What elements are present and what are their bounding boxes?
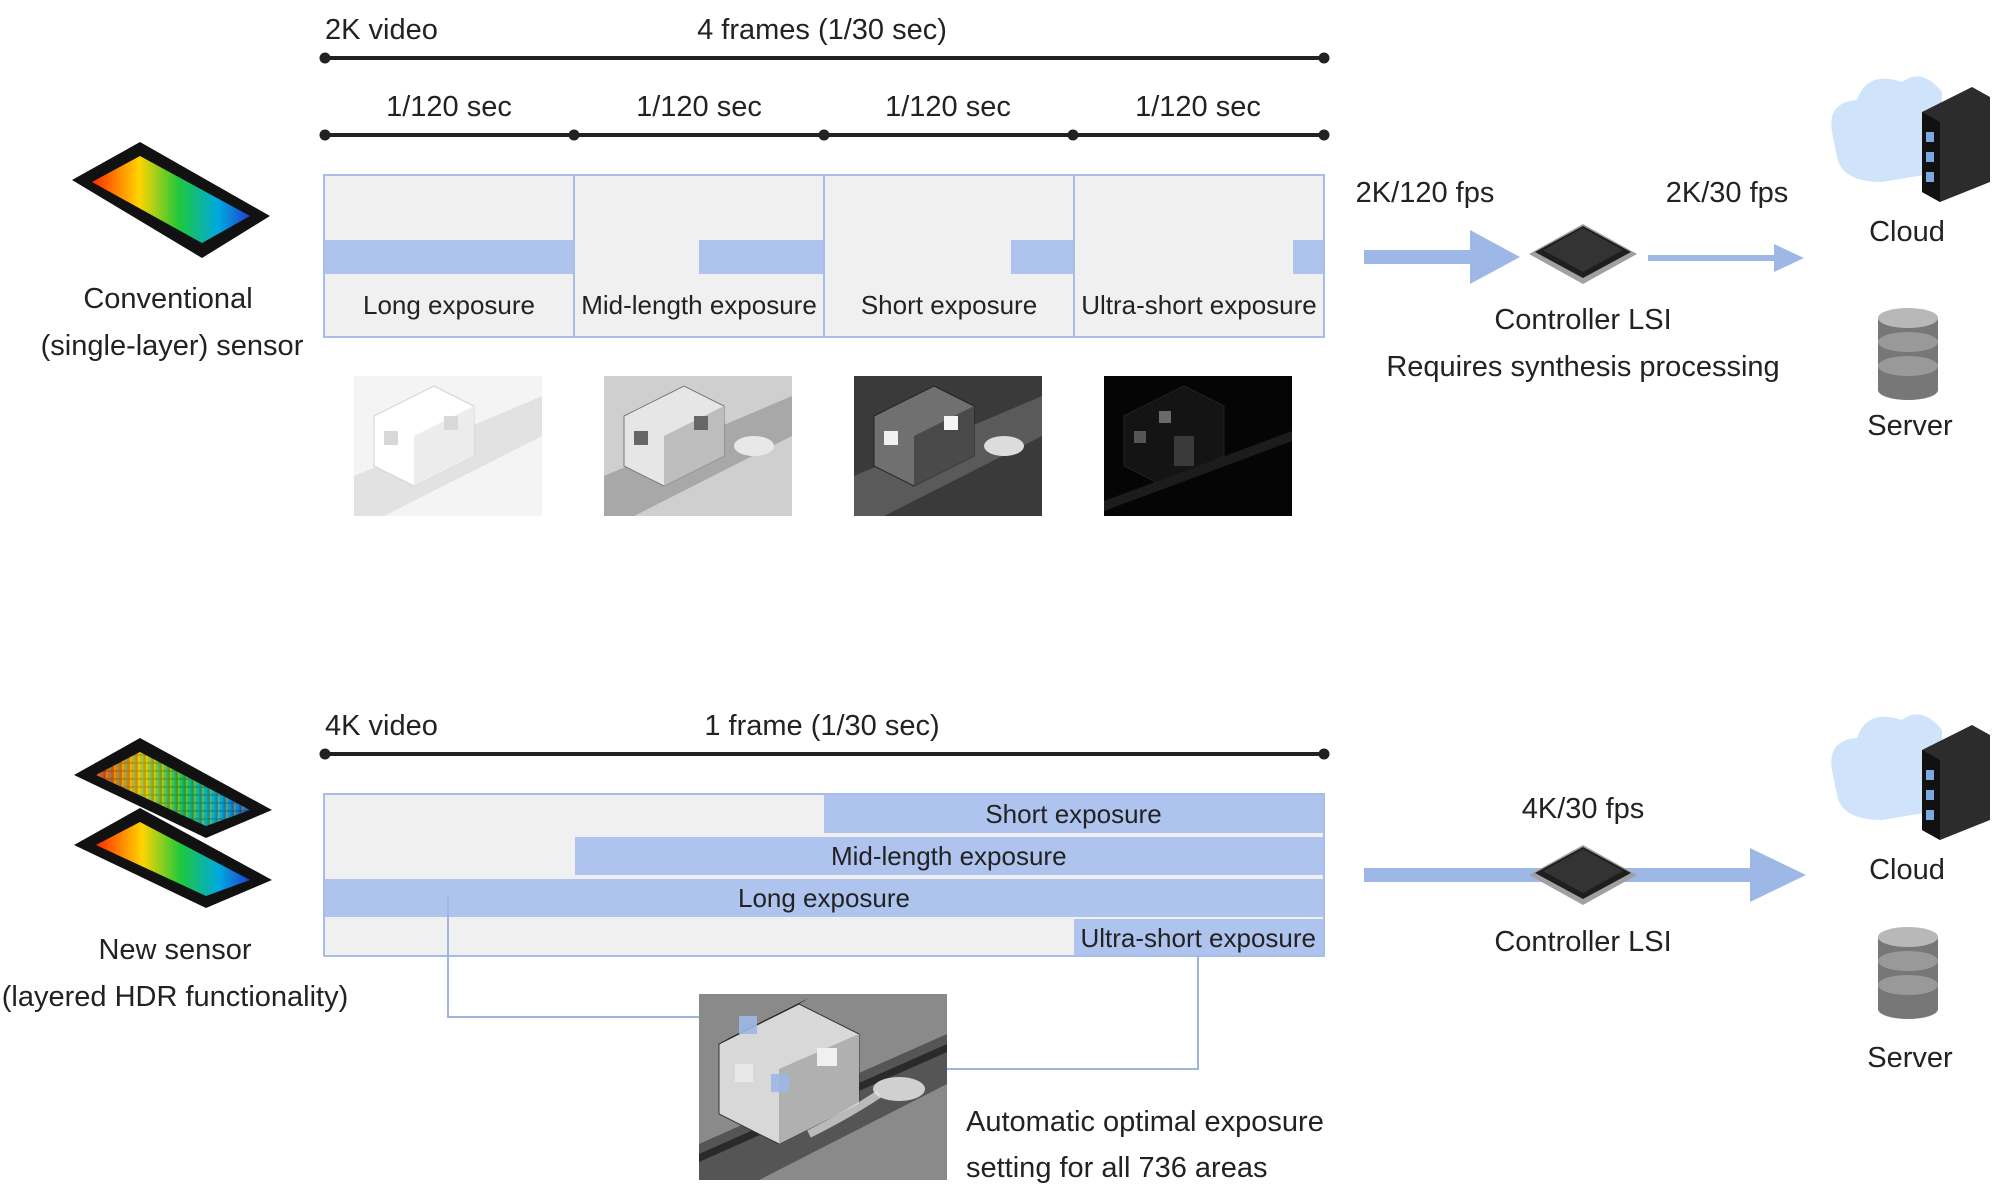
server-database-icon (1878, 927, 1938, 1019)
short-exposure-image (854, 376, 1042, 516)
segment-time: 1/120 sec (636, 91, 762, 123)
auto-exposure-note-1: Automatic optimal exposure (966, 1106, 1324, 1138)
exposure-cell: Mid-length exposure (575, 176, 825, 336)
output-rate-label: 2K/30 fps (1665, 177, 1789, 209)
ultra-short-exposure-bar: Ultra-short exposure (1073, 919, 1323, 955)
server-label: Server (1867, 410, 1953, 442)
segment-time: 1/120 sec (1135, 91, 1261, 123)
exposure-label: Long exposure (362, 290, 536, 320)
controller-chip-icon (1529, 224, 1637, 284)
controller-label: Controller LSI (1494, 926, 1672, 958)
new-sensor-label-1: New sensor (98, 934, 252, 966)
exposure-cell: Short exposure (825, 176, 1075, 336)
layered-exposure-panel: Short exposure Mid-length exposure Long … (323, 793, 1325, 957)
exposure-label: Ultra-short exposure (1080, 923, 1317, 953)
exposure-label: Long exposure (737, 883, 911, 913)
exposure-bar (1011, 240, 1073, 274)
exposure-panel: Long exposure Mid-length exposure Short … (323, 174, 1325, 338)
connector-line (776, 1068, 1199, 1070)
exposure-label: Mid-length exposure (581, 290, 817, 320)
timeline-tick (319, 52, 331, 64)
exposure-label: Mid-length exposure (830, 841, 1067, 871)
cloud-label: Cloud (1869, 216, 1945, 248)
input-arrow-icon (1364, 230, 1520, 284)
frames-timeline (325, 56, 1325, 60)
short-exposure-bar: Short exposure (824, 795, 1323, 833)
exposure-label: Short exposure (860, 290, 1038, 320)
timeline-tick (568, 129, 580, 141)
timeline-tick (319, 748, 331, 760)
video-label: 2K video (325, 14, 438, 46)
exposure-bar (325, 240, 573, 274)
mid-length-exposure-image (604, 376, 792, 516)
rate-label: 4K/30 fps (1521, 793, 1645, 825)
exposure-label: Ultra-short exposure (1081, 290, 1317, 320)
video-label: 4K video (325, 710, 438, 742)
segment-time: 1/120 sec (386, 91, 512, 123)
timeline-tick (319, 129, 331, 141)
frames-label: 4 frames (1/30 sec) (697, 14, 947, 46)
exposure-cell: Ultra-short exposure (1075, 176, 1323, 336)
hdr-result-image (699, 994, 947, 1180)
connector-line (447, 897, 449, 1017)
cloud-datacenter-icon (1831, 714, 1990, 840)
exposure-bar (699, 240, 823, 274)
single-layer-sensor-icon (72, 142, 270, 258)
timeline-tick (1318, 129, 1330, 141)
ultra-short-exposure-image (1104, 376, 1292, 516)
exposure-label: Short exposure (985, 799, 1162, 829)
segment-time: 1/120 sec (885, 91, 1011, 123)
connector-line (447, 1016, 701, 1018)
controller-label: Controller LSI (1494, 304, 1672, 336)
controller-note: Requires synthesis processing (1386, 351, 1780, 383)
cloud-datacenter-icon (1831, 76, 1990, 202)
auto-exposure-note-2: setting for all 736 areas (966, 1152, 1268, 1184)
server-label: Server (1867, 1042, 1953, 1074)
exposure-bar (1293, 240, 1323, 274)
timeline-tick (1318, 748, 1330, 760)
cloud-label: Cloud (1869, 854, 1945, 886)
long-exposure-image (354, 376, 542, 516)
server-database-icon (1878, 308, 1938, 400)
frame-timeline (325, 752, 1325, 756)
conventional-sensor-label-1: Conventional (83, 283, 253, 315)
input-rate-label: 2K/120 fps (1355, 177, 1495, 209)
output-arrow-icon (1648, 244, 1804, 272)
conventional-sensor-label-2: (single-layer) sensor (40, 330, 304, 362)
exposure-cell: Long exposure (325, 176, 575, 336)
long-exposure-bar: Long exposure (325, 879, 1323, 917)
controller-chip-icon (1529, 845, 1637, 905)
mid-length-exposure-bar: Mid-length exposure (574, 837, 1323, 875)
connector-line (1197, 955, 1199, 1069)
timeline-tick (1067, 129, 1079, 141)
frame-label: 1 frame (1/30 sec) (704, 710, 940, 742)
timeline-tick (818, 129, 830, 141)
new-sensor-label-2: (layered HDR functionality) (1, 981, 349, 1013)
layered-sensor-icon (74, 738, 272, 908)
timeline-tick (1318, 52, 1330, 64)
